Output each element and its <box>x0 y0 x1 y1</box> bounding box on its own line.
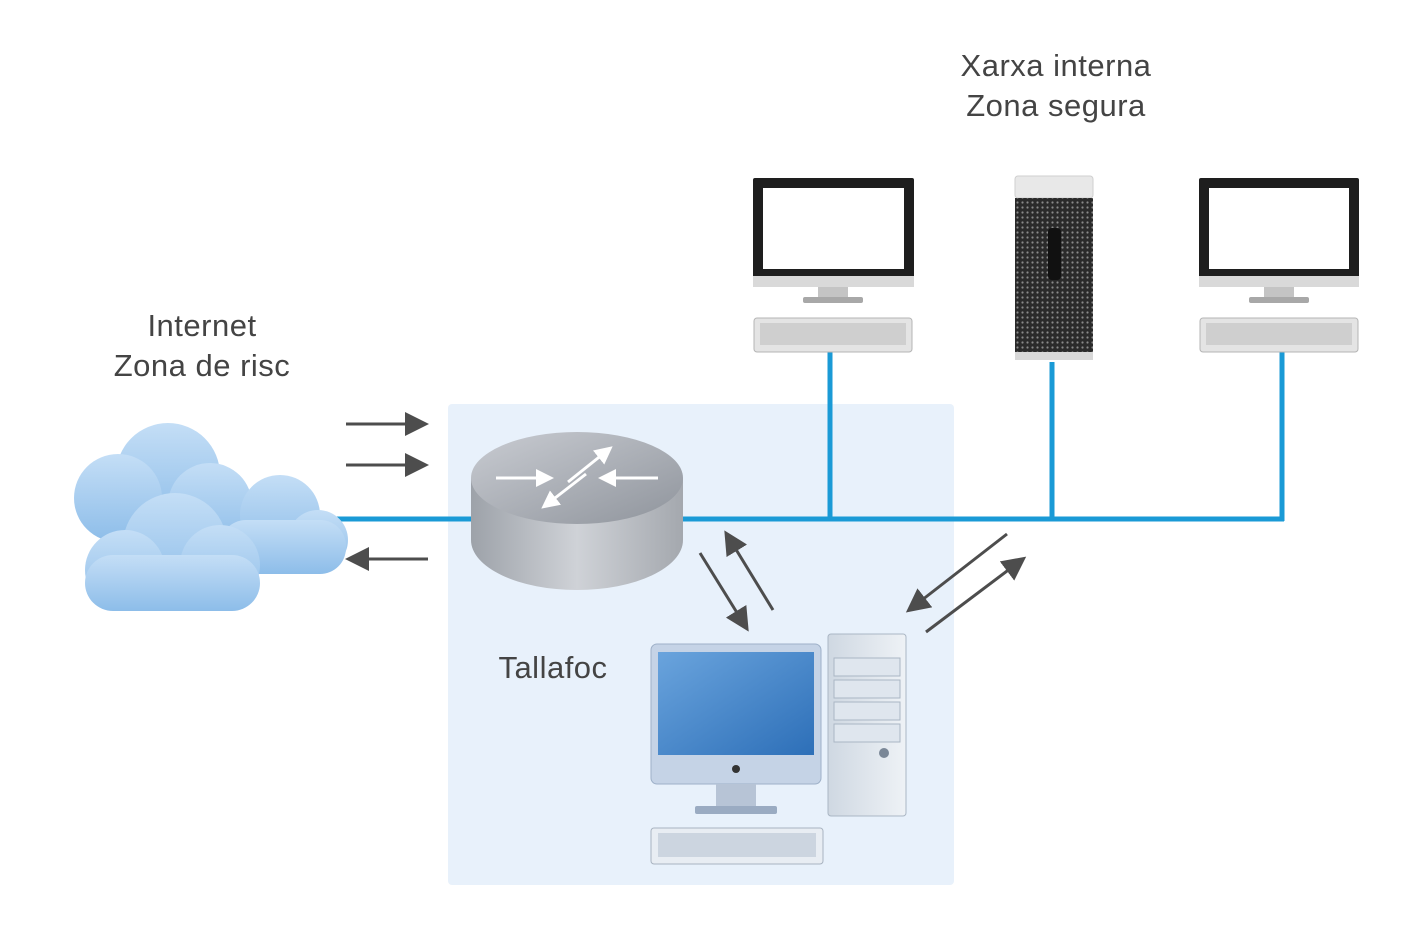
internal-network-label: Xarxa interna Zona segura <box>906 46 1206 126</box>
keyboard-icon <box>753 317 913 353</box>
keyboard-icon <box>650 827 824 865</box>
internal-network-title: Xarxa interna <box>960 48 1152 83</box>
internet-zone-label: Internet Zona de risc <box>52 306 352 386</box>
internet-title: Internet <box>147 308 257 343</box>
desktop-computer-icon <box>650 643 822 814</box>
cloud-icon <box>74 423 348 611</box>
monitor-icon <box>1199 178 1359 303</box>
internal-network-subtitle: Zona segura <box>966 88 1146 123</box>
firewall-label: Tallafoc <box>498 650 608 685</box>
traffic-arrows-firewall <box>698 530 1027 634</box>
router-icon <box>471 432 683 590</box>
internet-subtitle: Zona de risc <box>113 348 291 383</box>
monitor-icon <box>753 178 914 303</box>
network-lines <box>320 352 1285 522</box>
keyboard-icon <box>1199 317 1359 353</box>
server-tower-icon <box>1014 175 1094 360</box>
pc-tower-icon <box>827 633 907 817</box>
traffic-arrows-internet <box>345 412 429 571</box>
